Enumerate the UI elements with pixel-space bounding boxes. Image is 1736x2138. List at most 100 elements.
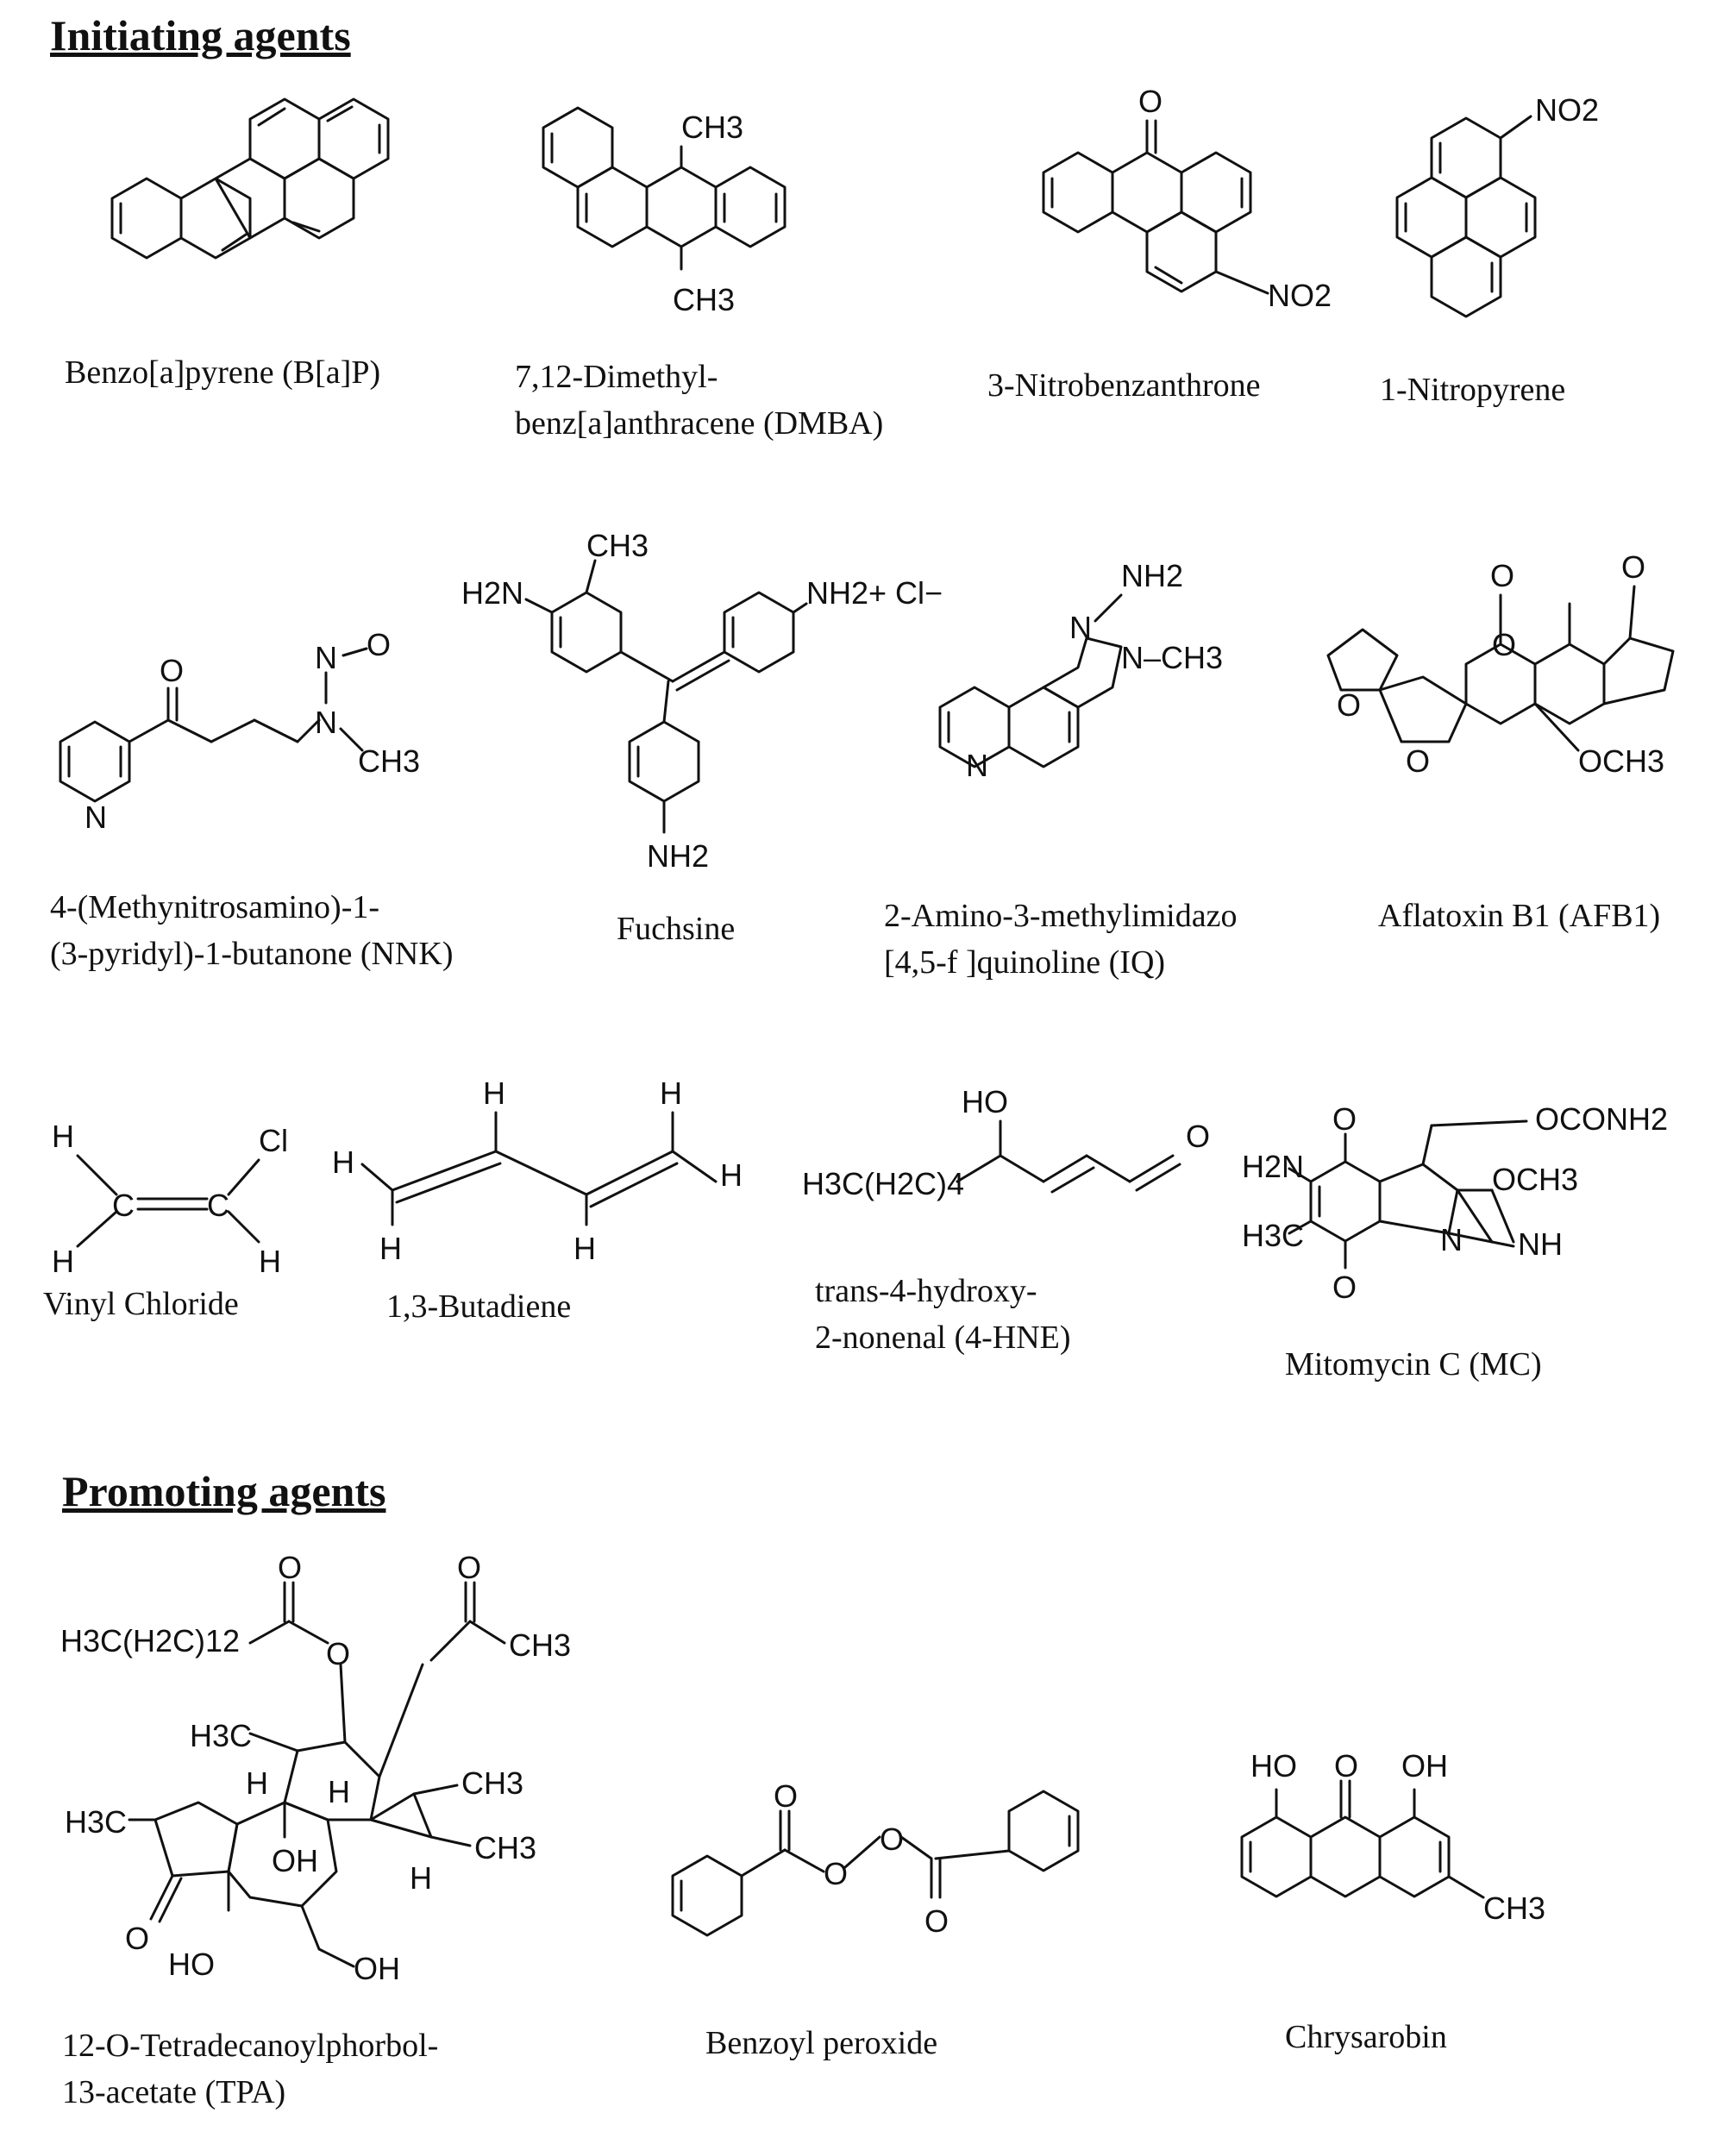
atom-label: O [1490, 558, 1514, 593]
atom-label: OCONH2 [1535, 1101, 1668, 1137]
caption-line: 2-nonenal (4-HNE) [815, 1320, 1071, 1356]
atom-label: NH2 [1121, 558, 1183, 593]
structure-4-hne [956, 1119, 1181, 1194]
atom-label: H [483, 1075, 505, 1111]
caption-line: [4,5-f ]quinoline (IQ) [884, 944, 1166, 981]
atom-label: H3C [190, 1718, 252, 1753]
caption-tpa: 12-O-Tetradecanoylphorbol- 13-acetate (T… [62, 2022, 438, 2116]
atom-label: O [824, 1856, 848, 1891]
atom-label: H [720, 1157, 743, 1193]
caption-3-nitrobenzanthrone: 3-Nitrobenzanthrone [987, 362, 1261, 409]
caption-nnk: 4-(Methynitrosamino)-1- (3-pyridyl)-1-bu… [50, 884, 453, 977]
atom-label: H [246, 1765, 268, 1801]
atom-label: H [410, 1860, 432, 1896]
structure-aflatoxin-b1 [1326, 585, 1675, 752]
atom-label: H3C [65, 1804, 127, 1840]
atom-label: H [52, 1244, 74, 1279]
caption-line: 1,3-Butadiene [386, 1288, 572, 1325]
caption-line: 2-Amino-3-methylimidazo [884, 898, 1238, 934]
atom-label: CH3 [474, 1830, 536, 1865]
section-heading-initiating: Initiating agents [50, 11, 351, 60]
structure-benzoyl-peroxide [671, 1790, 1080, 1937]
atom-label: CH3 [586, 528, 649, 563]
caption-line: 4-(Methynitrosamino)-1- [50, 889, 380, 925]
structure-benzo-a-pyrene [110, 97, 390, 260]
caption-line: Vinyl Chloride [43, 1286, 239, 1322]
caption-line: 1-Nitropyrene [1380, 372, 1566, 408]
atom-label: O [160, 653, 184, 688]
structure-nnk [59, 647, 368, 803]
atom-label: O [326, 1636, 350, 1671]
atom-labels: CH3 CH3 O NO2 NO2 O N N O CH3 N CH3 H2N … [52, 84, 1668, 1986]
atom-label: N [1069, 610, 1092, 645]
atom-label: HO [1250, 1748, 1297, 1784]
atom-label: O [1492, 627, 1516, 662]
caption-mitomycin-c: Mitomycin C (MC) [1285, 1341, 1542, 1388]
caption-fuchsine: Fuchsine [617, 906, 735, 952]
atom-label: H3C [1242, 1218, 1304, 1253]
caption-line: Fuchsine [617, 911, 736, 947]
atom-label: O [774, 1778, 798, 1814]
atom-label: H3C(H2C)12 [60, 1623, 240, 1658]
atom-label: NO2 [1535, 92, 1599, 128]
atom-label: CH3 [358, 743, 420, 779]
structure-1-nitropyrene [1395, 115, 1537, 318]
caption-1-nitropyrene: 1-Nitropyrene [1380, 367, 1565, 413]
atom-label: N [315, 640, 337, 675]
atom-label: O [278, 1550, 302, 1585]
structure-3-nitrobenzanthrone [1042, 119, 1269, 295]
atom-label: O [1406, 743, 1430, 779]
caption-chrysarobin: Chrysarobin [1285, 2014, 1447, 2060]
caption-benzo-a-pyrene: Benzo[a]pyrene (B[a]P) [65, 349, 380, 396]
caption-iq: 2-Amino-3-methylimidazo [4,5-f ]quinolin… [884, 893, 1237, 986]
atom-label: CH3 [681, 110, 743, 145]
structure-dmba [542, 106, 787, 271]
structure-tpa [128, 1581, 506, 1968]
atom-label: NH2 [647, 838, 709, 874]
atom-label: OCH3 [1492, 1162, 1578, 1197]
atom-label: N [85, 799, 107, 835]
atom-label: H [660, 1075, 682, 1111]
caption-line: Aflatoxin B1 (AFB1) [1378, 898, 1661, 934]
atom-label: HO [168, 1947, 215, 1982]
atom-label: N–CH3 [1121, 640, 1223, 675]
caption-vinyl-chloride: Vinyl Chloride [43, 1281, 239, 1327]
atom-label: O [924, 1903, 949, 1939]
caption-1-3-butadiene: 1,3-Butadiene [386, 1283, 571, 1330]
atom-label: H [379, 1231, 402, 1266]
caption-4-hne: trans-4-hydroxy- 2-nonenal (4-HNE) [815, 1268, 1071, 1361]
atom-label: H [328, 1774, 350, 1809]
atom-label: CH3 [1483, 1890, 1545, 1926]
atom-label: O [125, 1921, 149, 1956]
atom-label: H2N [1242, 1149, 1304, 1184]
structure-fuchsine [524, 559, 808, 834]
atom-label: H2N [461, 575, 523, 611]
atom-label: O [1332, 1101, 1357, 1137]
caption-line: 13-acetate (TPA) [62, 2074, 286, 2110]
atom-label: O [367, 627, 391, 662]
structure-chrysarobin [1240, 1779, 1485, 1899]
atom-label: H [573, 1231, 596, 1266]
atom-label: O [457, 1550, 481, 1585]
caption-line: Mitomycin C (MC) [1285, 1346, 1542, 1382]
atom-label: OCH3 [1578, 743, 1664, 779]
caption-benzoyl-peroxide: Benzoyl peroxide [705, 2020, 937, 2066]
atom-label: O [1621, 549, 1645, 585]
atom-label: O [1138, 84, 1163, 119]
atom-label: HO [962, 1084, 1008, 1119]
atom-label: H [259, 1244, 281, 1279]
atom-label: O [1332, 1270, 1357, 1305]
atom-label: CH3 [509, 1627, 571, 1663]
caption-aflatoxin-b1: Aflatoxin B1 (AFB1) [1378, 893, 1660, 939]
atom-label: H [52, 1119, 74, 1154]
atom-label: OH [354, 1951, 400, 1986]
atom-label: CH3 [461, 1765, 523, 1801]
atom-label: Cl [259, 1123, 288, 1158]
atom-label: N [966, 748, 988, 783]
structure-vinyl-chloride [76, 1154, 260, 1248]
caption-line: Chrysarobin [1285, 2019, 1447, 2055]
atom-label: O [1186, 1119, 1210, 1154]
atom-label: C [112, 1188, 135, 1223]
